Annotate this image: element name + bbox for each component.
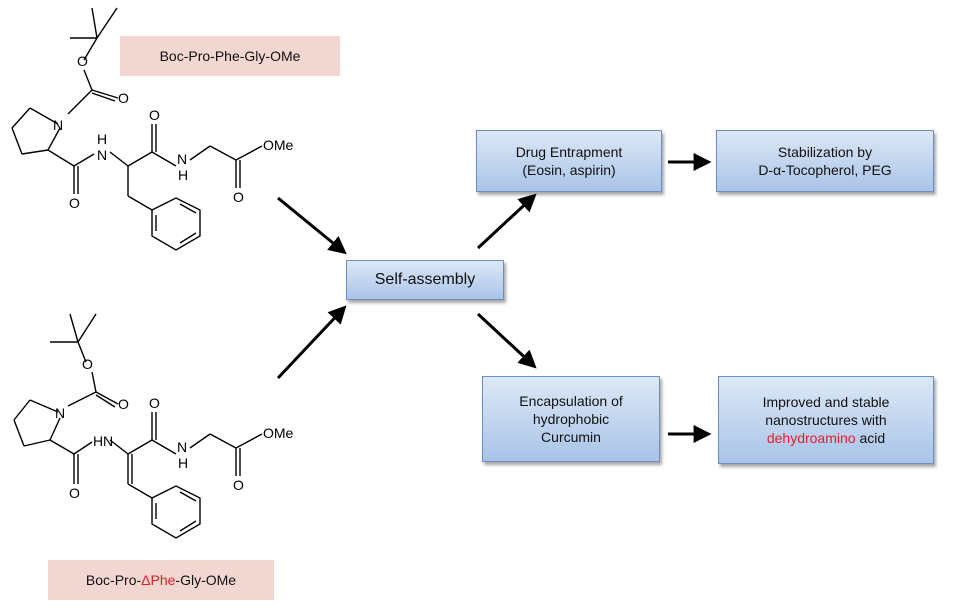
self-assembly-label: Self-assembly bbox=[374, 270, 476, 288]
bottom-atom-n2: N bbox=[177, 439, 187, 455]
drug-entrapment-line1: Drug Entrapment bbox=[515, 143, 623, 160]
arrow-bottom-to-assembly bbox=[276, 305, 347, 380]
improved-line3-rest: acid bbox=[855, 430, 886, 447]
bottom-molecule-name-highlight: ΔPhe bbox=[141, 572, 176, 588]
bottom-atom-o2: O bbox=[118, 396, 129, 412]
improved-line3: dehydroamino acid bbox=[767, 429, 885, 447]
self-assembly-box: Self-assembly bbox=[346, 260, 504, 300]
improved-line3-highlight: dehydroamino bbox=[766, 430, 856, 447]
arrow-top-to-assembly bbox=[277, 196, 347, 255]
stabilization-line2: D-α-Tocopherol, PEG bbox=[758, 162, 892, 178]
bottom-atom-ome: OMe bbox=[263, 425, 294, 441]
bottom-atom-o3: O bbox=[69, 485, 80, 501]
bottom-atom-o5: O bbox=[233, 477, 244, 493]
top-atom-n1: N bbox=[97, 147, 107, 163]
bottom-atom-h2: H bbox=[178, 455, 188, 471]
bottom-atom-o1: O bbox=[82, 356, 93, 372]
top-atom-o2: O bbox=[118, 90, 129, 106]
bottom-atom-o4: O bbox=[149, 395, 160, 411]
improved-box: Improved and stable nanostructures with … bbox=[718, 376, 934, 464]
stabilization-line1: Stabilization by bbox=[777, 143, 873, 160]
top-atom-o5: O bbox=[233, 189, 244, 205]
top-atom-h2: H bbox=[178, 167, 188, 183]
top-atom-h1: H bbox=[97, 131, 107, 147]
top-atom-n: N bbox=[53, 117, 63, 133]
bottom-molecule-structure: N O O O H N O N H O OMe bbox=[13, 313, 294, 539]
top-atom-o4: O bbox=[149, 107, 160, 123]
arrow-assembly-to-encapsulation bbox=[476, 312, 537, 369]
top-atom-o1: O bbox=[77, 53, 88, 69]
top-atom-n2: N bbox=[177, 151, 187, 167]
top-molecule-name-text: Boc-Pro-Phe-Gly-OMe bbox=[159, 48, 301, 64]
bottom-atom-n1: N bbox=[103, 433, 113, 449]
top-atom-o3: O bbox=[69, 195, 80, 211]
encapsulation-line3: Curcumin bbox=[541, 429, 601, 446]
encapsulation-line1: Encapsulation of bbox=[519, 392, 623, 409]
drug-entrapment-line2: (Eosin, aspirin) bbox=[522, 162, 616, 178]
encapsulation-line2: hydrophobic bbox=[532, 410, 610, 427]
top-molecule-name: Boc-Pro-Phe-Gly-OMe bbox=[120, 36, 340, 76]
improved-line2: nanostructures with bbox=[765, 411, 887, 428]
top-atom-ome: OMe bbox=[263, 137, 294, 153]
improved-line1: Improved and stable bbox=[762, 393, 890, 410]
bottom-atom-n: N bbox=[55, 405, 65, 421]
bottom-molecule-name-suffix: -Gly-OMe bbox=[175, 572, 237, 588]
encapsulation-box: Encapsulation of hydrophobic Curcumin bbox=[482, 376, 660, 462]
stabilization-box: Stabilization by D-α-Tocopherol, PEG bbox=[716, 130, 934, 192]
bottom-atom-h1: H bbox=[93, 433, 103, 449]
bottom-molecule-name-prefix: Boc-Pro- bbox=[85, 572, 142, 588]
bottom-molecule-name: Boc-Pro-ΔPhe-Gly-OMe bbox=[48, 560, 274, 600]
top-molecule-structure: N O O O H N O N H O OMe bbox=[11, 7, 294, 251]
drug-entrapment-box: Drug Entrapment (Eosin, aspirin) bbox=[476, 130, 662, 192]
arrow-assembly-to-entrapment bbox=[476, 193, 537, 250]
